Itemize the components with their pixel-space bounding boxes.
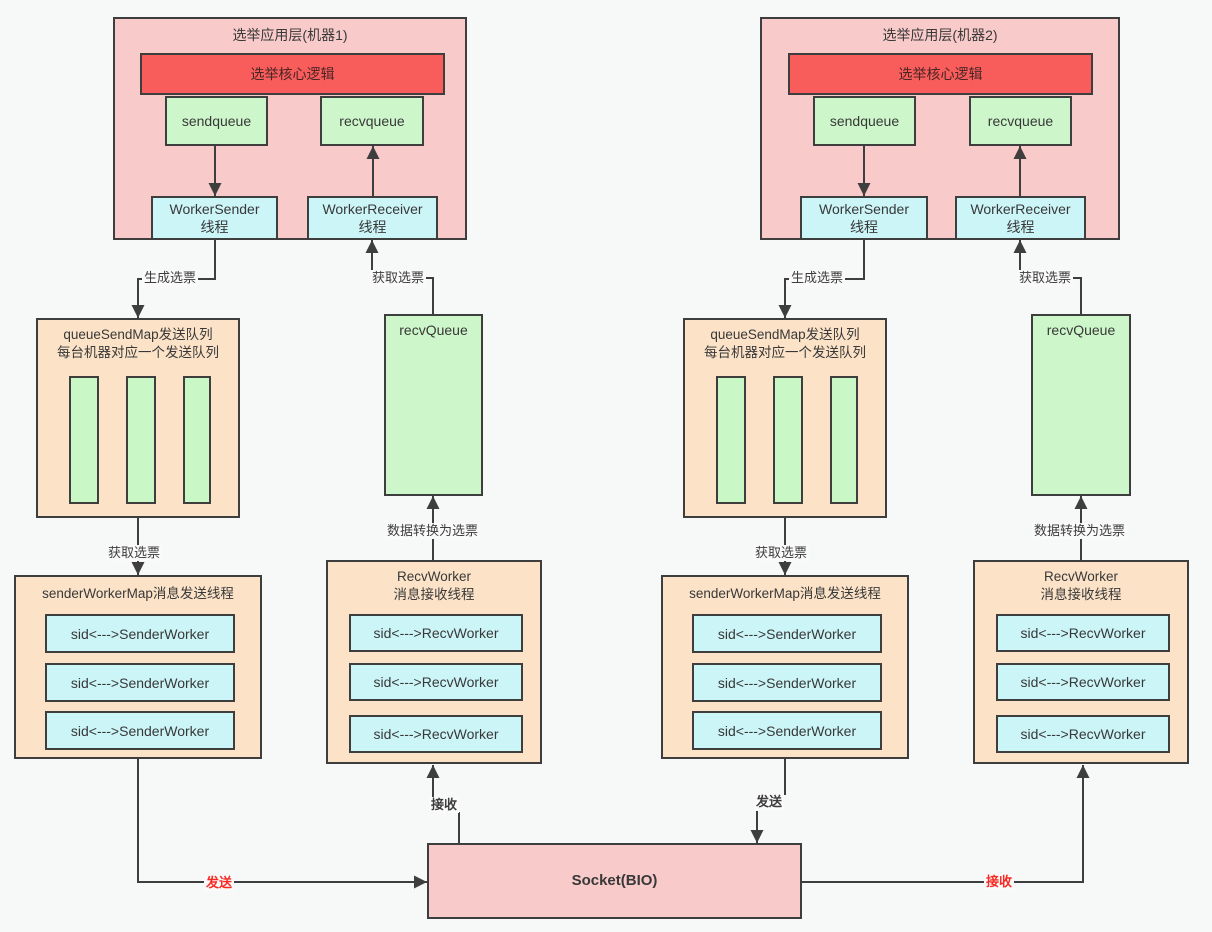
label-m2-fetch-vote-bottom: 获取选票 bbox=[753, 545, 810, 561]
machine1-workersender-line1: WorkerSender bbox=[169, 201, 260, 217]
machine2-sid-recvworker-row: sid<--->RecvWorker bbox=[996, 614, 1170, 652]
machine1-senderworkermap-box: senderWorkerMap消息发送线程 sid<--->SenderWork… bbox=[14, 575, 262, 759]
machine2-queuesendmap-title: queueSendMap发送队列 每台机器对应一个发送队列 bbox=[704, 327, 866, 360]
machine2-sendqueue-box: sendqueue bbox=[813, 96, 916, 146]
machine1-core-logic-box: 选举核心逻辑 bbox=[140, 53, 445, 95]
machine2-recvqueue-box: recvqueue bbox=[969, 96, 1072, 146]
machine1-recvworker-box: RecvWorker 消息接收线程 sid<--->RecvWorker sid… bbox=[326, 560, 542, 764]
machine1-sid-recvworker-row: sid<--->RecvWorker bbox=[349, 663, 523, 701]
machine1-sid-senderworker-row: sid<--->SenderWorker bbox=[45, 663, 235, 702]
machine1-workersender-line2: 线程 bbox=[200, 219, 229, 235]
machine2-senderworkermap-title: senderWorkerMap消息发送线程 bbox=[689, 586, 881, 601]
label-m1-fetch-vote-top: 获取选票 bbox=[370, 270, 427, 286]
label-m2-fetch-vote-top: 获取选票 bbox=[1017, 270, 1074, 286]
machine1-send-queue-bar bbox=[69, 376, 99, 504]
machine2-sid-senderworker-row: sid<--->SenderWorker bbox=[692, 663, 882, 702]
label-m2-generate-vote: 生成选票 bbox=[789, 270, 846, 286]
machine2-workersender-line1: WorkerSender bbox=[818, 201, 909, 217]
machine1-queuesendmap-box: queueSendMap发送队列 每台机器对应一个发送队列 bbox=[36, 318, 240, 518]
label-m2-send-black: 发送 bbox=[754, 794, 785, 810]
machine2-workerreceiver-line2: 线程 bbox=[1006, 219, 1035, 235]
machine1-senderworkermap-title: senderWorkerMap消息发送线程 bbox=[42, 586, 234, 601]
machine1-queuesendmap-title: queueSendMap发送队列 每台机器对应一个发送队列 bbox=[57, 327, 219, 360]
label-m2-convert-to-vote: 数据转换为选票 bbox=[1032, 523, 1128, 539]
machine1-sid-recvworker-row: sid<--->RecvWorker bbox=[349, 614, 523, 652]
machine2-senderworkermap-box: senderWorkerMap消息发送线程 sid<--->SenderWork… bbox=[661, 575, 909, 759]
label-m1-recv-black: 接收 bbox=[429, 797, 460, 813]
label-m1-generate-vote: 生成选票 bbox=[142, 270, 199, 286]
machine2-recvqueue-mid-box: recvQueue bbox=[1031, 314, 1131, 496]
machine2-workerreceiver-box: WorkerReceiver 线程 bbox=[955, 196, 1086, 240]
machine1-workerreceiver-box: WorkerReceiver 线程 bbox=[307, 196, 438, 240]
machine1-workersender-box: WorkerSender 线程 bbox=[151, 196, 278, 240]
machine2-send-queue-bar bbox=[830, 376, 858, 504]
machine2-send-queue-bar bbox=[716, 376, 746, 504]
machine2-sid-recvworker-row: sid<--->RecvWorker bbox=[996, 663, 1170, 701]
label-m1-convert-to-vote: 数据转换为选票 bbox=[385, 523, 481, 539]
machine1-recvworker-title: RecvWorker 消息接收线程 bbox=[393, 569, 475, 602]
machine2-workersender-line2: 线程 bbox=[850, 219, 878, 235]
label-m1-fetch-vote-bottom: 获取选票 bbox=[106, 545, 163, 561]
machine2-send-queue-bar bbox=[773, 376, 803, 504]
machine1-sid-senderworker-row: sid<--->SenderWorker bbox=[45, 711, 235, 750]
socket-bio-box: Socket(BIO) bbox=[427, 843, 802, 919]
machine1-sid-senderworker-row: sid<--->SenderWorker bbox=[45, 614, 235, 653]
machine2-workerreceiver-line1: WorkerReceiver bbox=[970, 201, 1071, 217]
machine2-title: 选举应用层(机器2) bbox=[882, 27, 998, 43]
label-m1-send-red: 发送 bbox=[204, 875, 235, 891]
machine1-send-queue-bar bbox=[183, 376, 211, 504]
machine1-sendqueue-box: sendqueue bbox=[165, 96, 268, 146]
arrow-m2-socket-recv bbox=[802, 765, 1090, 883]
machine1-recvqueue-box: recvqueue bbox=[320, 96, 424, 146]
label-m2-recv-red: 接收 bbox=[984, 874, 1015, 890]
machine2-queuesendmap-box: queueSendMap发送队列 每台机器对应一个发送队列 bbox=[683, 318, 887, 518]
machine2-workersender-box: WorkerSender 线程 bbox=[800, 196, 928, 240]
machine1-title: 选举应用层(机器1) bbox=[232, 27, 348, 43]
machine1-send-queue-bar bbox=[126, 376, 156, 504]
arrow-m1-send-to-socket bbox=[137, 759, 427, 889]
machine2-core-logic-box: 选举核心逻辑 bbox=[788, 53, 1093, 95]
machine1-workerreceiver-line2: 线程 bbox=[358, 219, 387, 235]
machine1-workerreceiver-line1: WorkerReceiver bbox=[322, 201, 423, 217]
machine2-sid-senderworker-row: sid<--->SenderWorker bbox=[692, 614, 882, 653]
machine1-sid-recvworker-row: sid<--->RecvWorker bbox=[349, 715, 523, 753]
machine1-recvqueue-mid-box: recvQueue bbox=[384, 314, 483, 496]
machine2-recvworker-box: RecvWorker 消息接收线程 sid<--->RecvWorker sid… bbox=[973, 560, 1189, 764]
machine2-sid-recvworker-row: sid<--->RecvWorker bbox=[996, 715, 1170, 753]
machine2-recvworker-title: RecvWorker 消息接收线程 bbox=[1040, 569, 1122, 602]
machine2-sid-senderworker-row: sid<--->SenderWorker bbox=[692, 711, 882, 750]
